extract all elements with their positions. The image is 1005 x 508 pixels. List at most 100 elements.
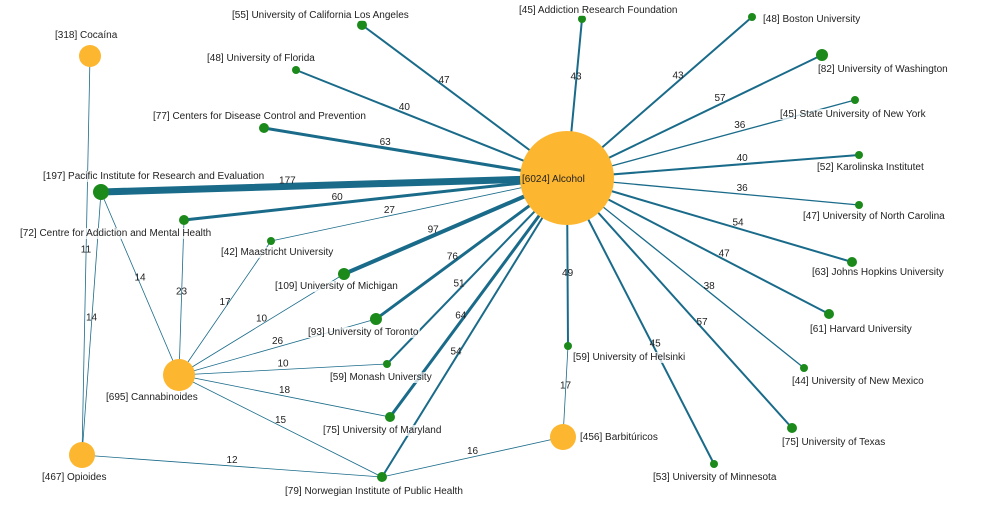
- node-label-university-of-california-los-angeles: [55] University of California Los Angele…: [232, 10, 409, 21]
- edge-weight-label: 57: [696, 317, 708, 328]
- node-university-of-helsinki[interactable]: [564, 342, 572, 350]
- node-university-of-north-carolina[interactable]: [855, 201, 863, 209]
- edge-weight-label: 38: [704, 281, 716, 292]
- edge-weight-label: 14: [134, 273, 146, 284]
- node-addiction-research-foundation[interactable]: [578, 15, 586, 23]
- label-background: [817, 64, 949, 75]
- node-harvard-university[interactable]: [824, 309, 834, 319]
- edge-weight-label: 47: [719, 249, 731, 260]
- label-background: [19, 228, 213, 239]
- label-background: [329, 372, 433, 383]
- edge-weight-label: 49: [562, 268, 574, 279]
- node-opioides[interactable]: [69, 442, 95, 468]
- edge-umd-cannabinoides: [178, 374, 391, 418]
- edge-alcohol-unm: [566, 177, 805, 369]
- node-university-of-michigan[interactable]: [338, 268, 350, 280]
- label-background: [809, 324, 913, 335]
- node-label-alcohol: [6024] Alcohol: [522, 174, 585, 185]
- edge-alcohol-ki: [566, 154, 860, 179]
- node-label-university-of-maryland: [75] University of Maryland: [323, 425, 441, 436]
- edge-alcohol-harvard: [566, 177, 830, 315]
- edge-weight-label: 40: [399, 102, 411, 113]
- edge-weight-label: 43: [570, 72, 582, 83]
- node-university-of-washington[interactable]: [816, 49, 828, 61]
- node-label-harvard-university: [61] Harvard University: [810, 324, 912, 335]
- label-background: [802, 211, 947, 222]
- node-university-of-new-mexico[interactable]: [800, 364, 808, 372]
- node-label-monash-university: [59] Monash University: [330, 372, 432, 383]
- node-label-centers-for-disease-control-and-prevention: [77] Centers for Disease Control and Pre…: [153, 111, 366, 122]
- edge-pire-cannabinoides: [100, 191, 180, 376]
- edge-cama-cannabinoides: [178, 219, 185, 376]
- node-label-university-of-florida: [48] University of Florida: [207, 53, 315, 64]
- node-maastricht-university[interactable]: [267, 237, 275, 245]
- edge-alcohol-cdc: [262, 126, 569, 180]
- edge-weight-label: 18: [279, 385, 291, 396]
- edge-weight-label: 54: [450, 346, 462, 357]
- node-karolinska-institutet[interactable]: [855, 151, 863, 159]
- edge-weight-label: 11: [81, 245, 92, 256]
- node-label-boston-university: [48] Boston University: [763, 14, 860, 25]
- edge-weight-label: 51: [453, 279, 465, 290]
- node-boston-university[interactable]: [748, 13, 756, 21]
- node-cannabinoides[interactable]: [163, 359, 195, 391]
- edge-alcohol-cama: [182, 176, 569, 222]
- label-background: [152, 111, 367, 122]
- edge-weight-label: 36: [737, 183, 749, 194]
- label-background: [105, 392, 199, 403]
- label-background: [816, 162, 925, 173]
- label-background: [54, 30, 119, 41]
- label-background: [274, 281, 399, 292]
- node-centre-for-addiction-and-mental-health[interactable]: [179, 215, 189, 225]
- node-label-karolinska-institutet: [52] Karolinska Institutet: [817, 162, 924, 173]
- edge-niph-cannabinoides: [178, 374, 383, 478]
- label-background: [781, 437, 887, 448]
- node-university-of-texas[interactable]: [787, 423, 797, 433]
- edge-weight-label: 17: [219, 297, 231, 308]
- node-state-university-of-new-york[interactable]: [851, 96, 859, 104]
- node-university-of-maryland[interactable]: [385, 412, 395, 422]
- node-label-university-of-michigan: [109] University of Michigan: [275, 281, 398, 292]
- node-barbituricos[interactable]: [550, 424, 576, 450]
- node-johns-hopkins-university[interactable]: [847, 257, 857, 267]
- node-centers-for-disease-control-and-prevention[interactable]: [259, 123, 269, 133]
- edge-weight-label: 17: [560, 381, 572, 392]
- edge-weight-label: 64: [455, 310, 467, 321]
- node-label-university-of-new-mexico: [44] University of New Mexico: [792, 376, 924, 387]
- edge-weight-label: 15: [275, 415, 287, 426]
- edge-alcohol-pire: [97, 174, 571, 196]
- edge-monash-cannabinoides: [178, 363, 388, 376]
- edge-opioides-niph: [81, 454, 383, 478]
- label-background: [779, 109, 928, 120]
- node-university-of-minnesota[interactable]: [710, 460, 718, 468]
- edge-weight-label: 177: [279, 175, 296, 186]
- edge-weight-label: 60: [332, 192, 344, 203]
- node-university-of-california-los-angeles[interactable]: [357, 20, 367, 30]
- edge-alcohol-unc: [566, 177, 860, 206]
- edge-weight-label: 27: [384, 205, 396, 216]
- edge-weight-label: 36: [734, 120, 746, 131]
- node-label-barbituricos: [456] Barbitúricos: [580, 432, 658, 443]
- edges-layer: [81, 16, 860, 478]
- node-label-pacific-institute-for-research-and-evaluation: [197] Pacific Institute for Research and…: [43, 171, 264, 182]
- node-cocaina[interactable]: [79, 45, 101, 67]
- edge-weight-label: 10: [256, 314, 268, 325]
- node-label-johns-hopkins-university: [63] Johns Hopkins University: [812, 267, 944, 278]
- label-background: [322, 425, 443, 436]
- label-background: [284, 486, 464, 497]
- node-monash-university[interactable]: [383, 360, 391, 368]
- node-university-of-florida[interactable]: [292, 66, 300, 74]
- edge-weight-label: 12: [226, 455, 238, 466]
- node-label-cocaina: [318] Cocaína: [55, 30, 118, 41]
- node-norwegian-institute-of-public-health[interactable]: [377, 472, 387, 482]
- edge-alcohol-jhu: [566, 177, 853, 263]
- edge-weight-label: 16: [467, 446, 479, 457]
- edge-helsinki-barbituricos: [562, 345, 569, 438]
- node-alcohol[interactable]: [520, 131, 614, 225]
- label-background: [231, 10, 410, 21]
- node-pacific-institute-for-research-and-evaluation[interactable]: [93, 184, 109, 200]
- node-university-of-toronto[interactable]: [370, 313, 382, 325]
- edge-maastricht-cannabinoides: [178, 240, 272, 376]
- label-background: [220, 247, 335, 258]
